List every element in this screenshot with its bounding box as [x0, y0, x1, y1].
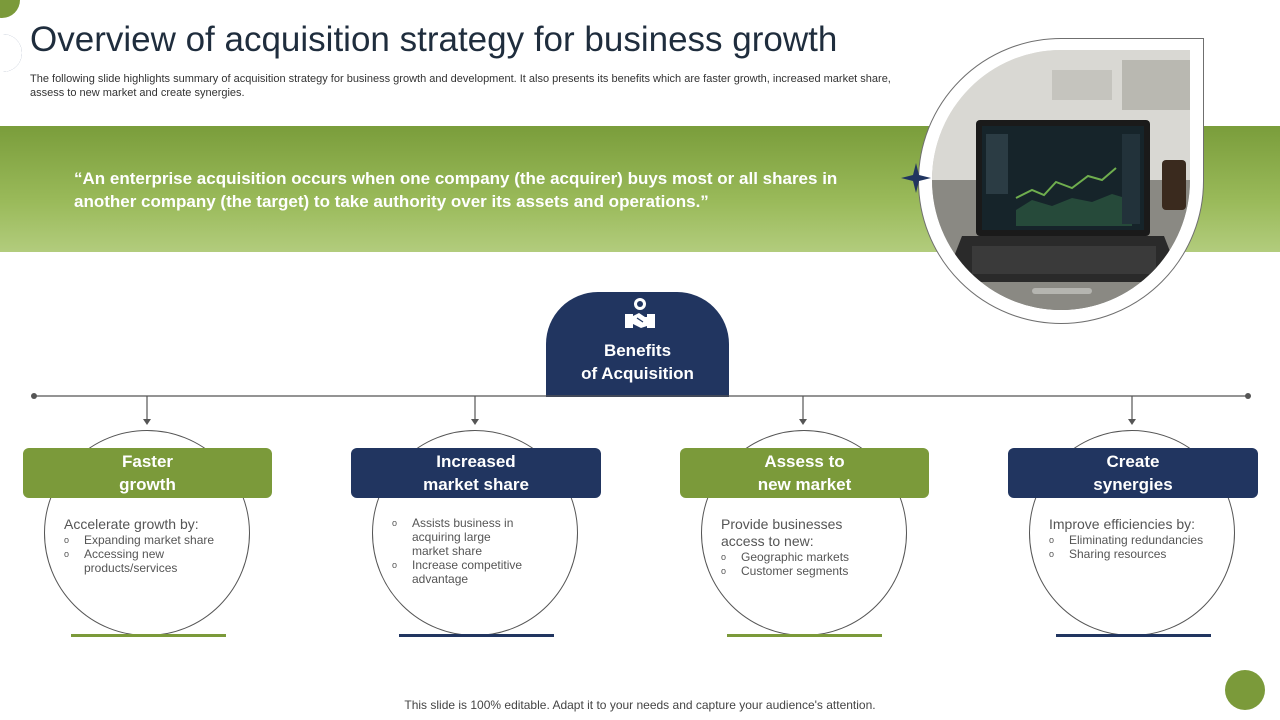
laptop-photo	[932, 50, 1190, 310]
benefit-underline	[1056, 634, 1211, 637]
benefit-title-line1: Increased	[436, 452, 516, 471]
bullet-marker: o	[1049, 549, 1055, 559]
benefit-title-line2: market share	[423, 475, 529, 494]
benefit-underline	[399, 634, 554, 637]
benefit-lead: Accelerate growth by:	[64, 516, 199, 532]
benefits-hub-title-line2: of Acquisition	[581, 364, 694, 383]
benefits-hub-title: Benefits of Acquisition	[546, 339, 729, 385]
benefit-title-create-synergies: Create synergies	[1008, 448, 1258, 498]
bullet-marker: o	[721, 552, 727, 562]
benefit-title-line2: growth	[119, 475, 176, 494]
benefits-hub	[546, 292, 729, 397]
decorative-circle-green-bottom	[1225, 670, 1265, 710]
definition-quote: “An enterprise acquisition occurs when o…	[74, 169, 838, 211]
benefit-title-increased-market-share: Increased market share	[351, 448, 601, 498]
sparkle-star-icon	[901, 163, 931, 193]
page-title: Overview of acquisition strategy for bus…	[30, 20, 838, 59]
benefit-title-assess-to-new-market: Assess to new market	[680, 448, 929, 498]
bullet-marker: o	[64, 535, 70, 545]
benefit-title-faster-growth: Faster growth	[23, 448, 272, 498]
benefit-underline	[727, 634, 882, 637]
benefit-title-line2: synergies	[1093, 475, 1173, 494]
page-subtitle: The following slide highlights summary o…	[30, 73, 891, 99]
bullet-marker: o	[392, 560, 398, 570]
benefits-hub-title-line1: Benefits	[603, 341, 672, 360]
benefit-title-line2: new market	[757, 475, 852, 494]
bullet-marker: o	[1049, 535, 1055, 545]
decorative-circle-green	[0, 0, 20, 18]
bullet-marker: o	[392, 518, 398, 528]
benefit-title-line1: Assess to	[764, 452, 845, 471]
bullet-marker: o	[721, 566, 727, 576]
benefit-lead: Provide businesses access to new:	[721, 516, 843, 549]
benefit-title-line1: Create	[1106, 452, 1160, 471]
benefit-lead: Improve efficiencies by:	[1049, 516, 1196, 532]
decorative-circle-navy	[0, 34, 22, 72]
bullet-marker: o	[64, 549, 70, 559]
handshake-icon	[625, 298, 655, 328]
benefit-underline	[71, 634, 226, 637]
footer-note: This slide is 100% editable. Adapt it to…	[404, 698, 876, 712]
benefit-title-line1: Faster	[121, 452, 174, 471]
